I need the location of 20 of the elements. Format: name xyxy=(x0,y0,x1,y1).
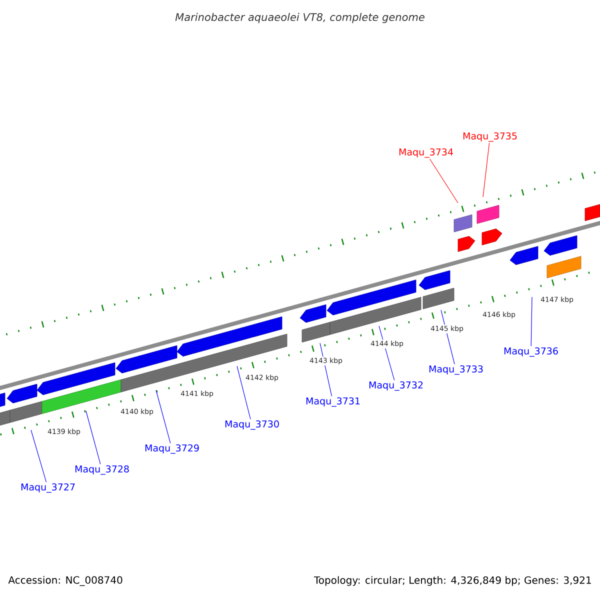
leader-line xyxy=(30,430,47,482)
gene-label: Maqu_3727 xyxy=(21,483,75,493)
leader-line xyxy=(530,296,532,346)
leader-line xyxy=(429,158,458,204)
leader-line xyxy=(86,410,101,464)
gene-label: Maqu_3735 xyxy=(463,132,517,142)
gene-label: Maqu_3733 xyxy=(429,365,483,375)
gene-label: Maqu_3732 xyxy=(369,381,423,391)
footer-text: Topology: circular; Length: 4,326,849 bp; Genes: 3,921 xyxy=(314,576,591,586)
leader-line xyxy=(156,390,171,444)
footer-text: Accession: NC_008740 xyxy=(8,576,122,586)
leader-line xyxy=(482,142,490,198)
gene-label: Maqu_3734 xyxy=(399,148,453,158)
leader-line xyxy=(236,366,251,420)
gene-label: Maqu_3728 xyxy=(75,465,129,475)
gene-label: Maqu_3731 xyxy=(306,397,360,407)
gene-label: Maqu_3730 xyxy=(225,420,279,430)
gene-label: Maqu_3736 xyxy=(504,347,558,357)
gene-label: Maqu_3729 xyxy=(145,444,199,454)
title: Marinobacter aquaeolei VT8, complete genome xyxy=(175,12,424,24)
